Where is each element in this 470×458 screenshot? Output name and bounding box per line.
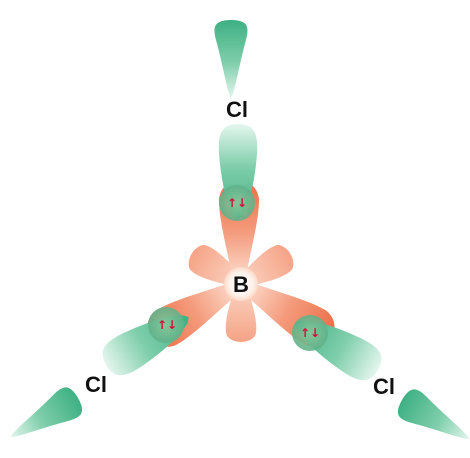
top-electron-pair: ↑↓	[227, 196, 247, 210]
top-bond-overlap	[219, 185, 255, 221]
right-cl-outer-lobe	[398, 389, 470, 440]
right-chlorine-label: Cl	[373, 374, 395, 399]
boron-atom-core	[224, 267, 258, 301]
left-electron-pair: ↑↓	[157, 318, 177, 332]
boron-label: B	[233, 272, 249, 297]
left-bond-overlap	[148, 307, 184, 343]
top-cl-outer-lobe	[214, 20, 248, 98]
right-bond-overlap	[292, 315, 328, 351]
left-chlorine-label: Cl	[85, 372, 107, 397]
right-electron-pair: ↑↓	[300, 326, 320, 340]
top-chlorine-label: Cl	[226, 97, 248, 122]
left-cl-outer-lobe	[10, 387, 82, 438]
b-back-lobe-bottom	[225, 286, 257, 342]
